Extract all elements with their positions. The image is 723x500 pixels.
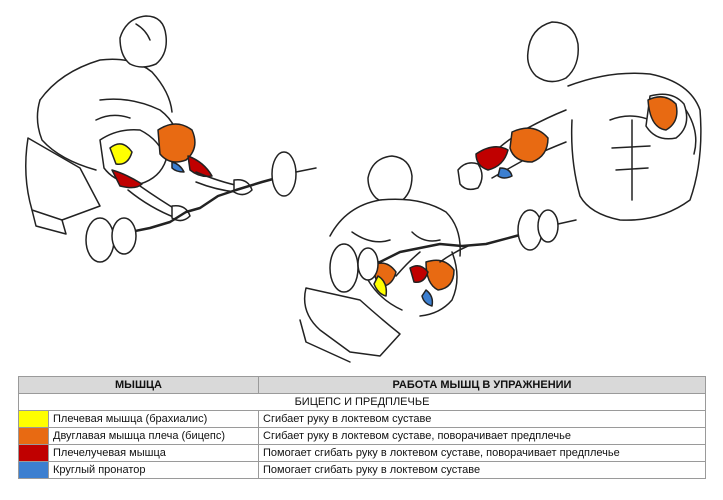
section-row: БИЦЕПС И ПРЕДПЛЕЧЬЕ (18, 393, 706, 411)
brachioradialis-right (475, 146, 509, 171)
biceps-left (157, 123, 196, 163)
pronator-left (171, 161, 185, 173)
biceps-center-right (425, 259, 455, 291)
muscle-table: МЫШЦА РАБОТА МЫШЦ В УПРАЖНЕНИИ БИЦЕПС И … (18, 376, 706, 479)
brachialis-center (373, 275, 388, 297)
biceps-right (509, 127, 549, 163)
brachialis-left (109, 143, 133, 165)
muscle-name: Плечевая мышца (брахиалис) (48, 410, 259, 428)
pronator-right (497, 167, 513, 179)
muscle-work: Сгибает руку в локтевом суставе (258, 410, 706, 428)
muscle-work: Помогает сгибать руку в локтевом суставе (258, 461, 706, 479)
muscle-name: Плечелучевая мышца (48, 444, 259, 462)
table-row: Плечелучевая мышца Помогает сгибать руку… (18, 444, 706, 462)
color-swatch-brachioradialis (18, 444, 49, 462)
exercise-illustration (25, 15, 702, 363)
table-row: Двуглавая мышца плеча (бицепс) Сгибает р… (18, 427, 706, 445)
muscle-name: Двуглавая мышца плеча (бицепс) (48, 427, 259, 445)
brachioradialis-left-2 (187, 155, 213, 178)
brachioradialis-left (111, 169, 143, 189)
table-header-row: МЫШЦА РАБОТА МЫШЦ В УПРАЖНЕНИИ (18, 376, 706, 394)
figure-center-preacher-curl (299, 155, 577, 363)
brachioradialis-center (409, 265, 429, 284)
color-swatch-brachialis (18, 410, 49, 428)
pronator-center (421, 289, 434, 307)
table-row: Плечевая мышца (брахиалис) Сгибает руку … (18, 410, 706, 428)
color-swatch-biceps (18, 427, 49, 445)
header-muscle: МЫШЦА (18, 376, 259, 394)
figure-left-preacher-curl (25, 15, 317, 263)
biceps-right-top (647, 96, 678, 131)
table-row: Круглый пронатор Помогает сгибать руку в… (18, 461, 706, 479)
header-work: РАБОТА МЫШЦ В УПРАЖНЕНИИ (258, 376, 706, 394)
muscle-name: Круглый пронатор (48, 461, 259, 479)
figure-right-flex (457, 21, 702, 221)
muscle-work: Помогает сгибать руку в локтевом суставе… (258, 444, 706, 462)
color-swatch-pronator (18, 461, 49, 479)
section-title: БИЦЕПС И ПРЕДПЛЕЧЬЕ (18, 393, 706, 411)
muscle-work: Сгибает руку в локтевом суставе, поворач… (258, 427, 706, 445)
